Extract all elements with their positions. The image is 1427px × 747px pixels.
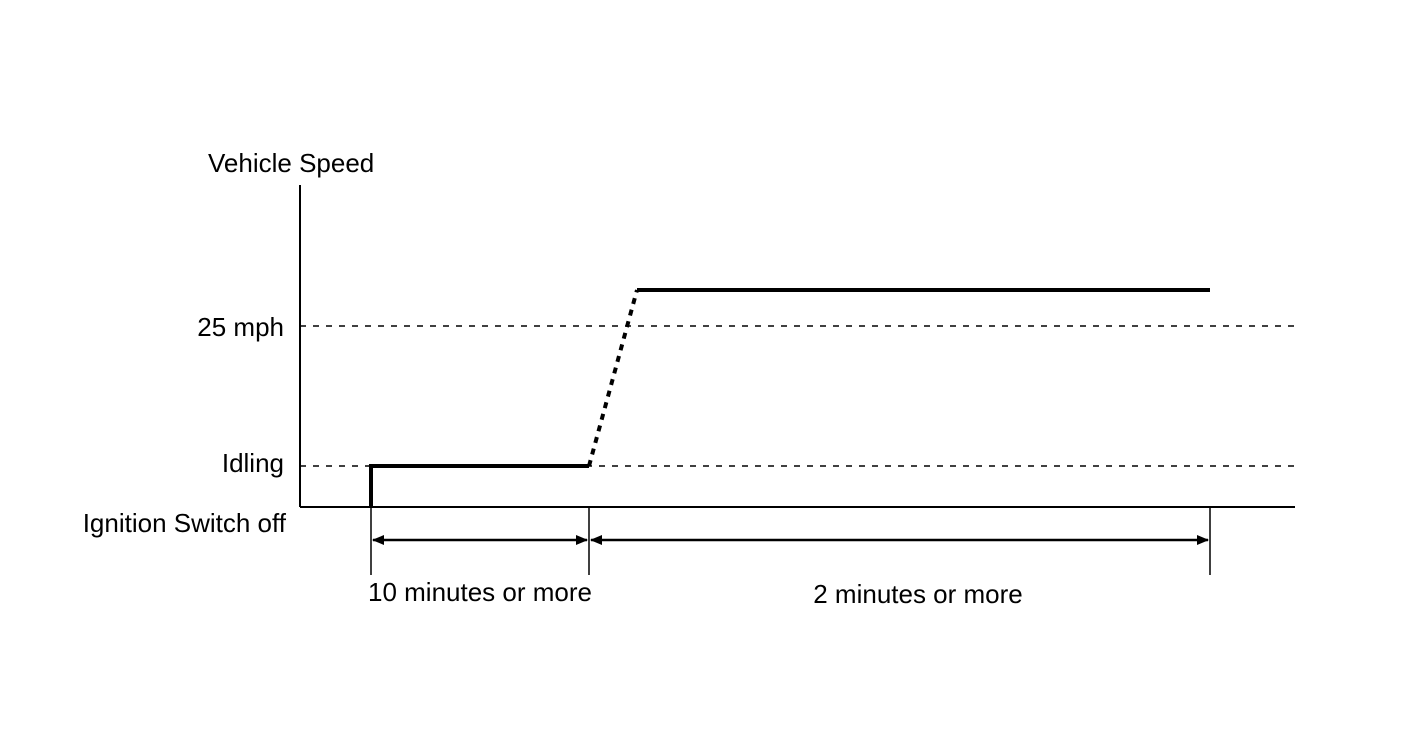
idling-label: Idling: [222, 448, 284, 478]
first-interval-label: 10 minutes or more: [368, 577, 592, 607]
speed-threshold-label: 25 mph: [197, 312, 284, 342]
second-interval-label: 2 minutes or more: [813, 579, 1023, 609]
idling-profile-line: [369, 464, 589, 507]
ignition-off-label: Ignition Switch off: [83, 508, 287, 538]
acceleration-dotted-line: [587, 289, 639, 467]
y-axis-title: Vehicle Speed: [208, 148, 374, 178]
